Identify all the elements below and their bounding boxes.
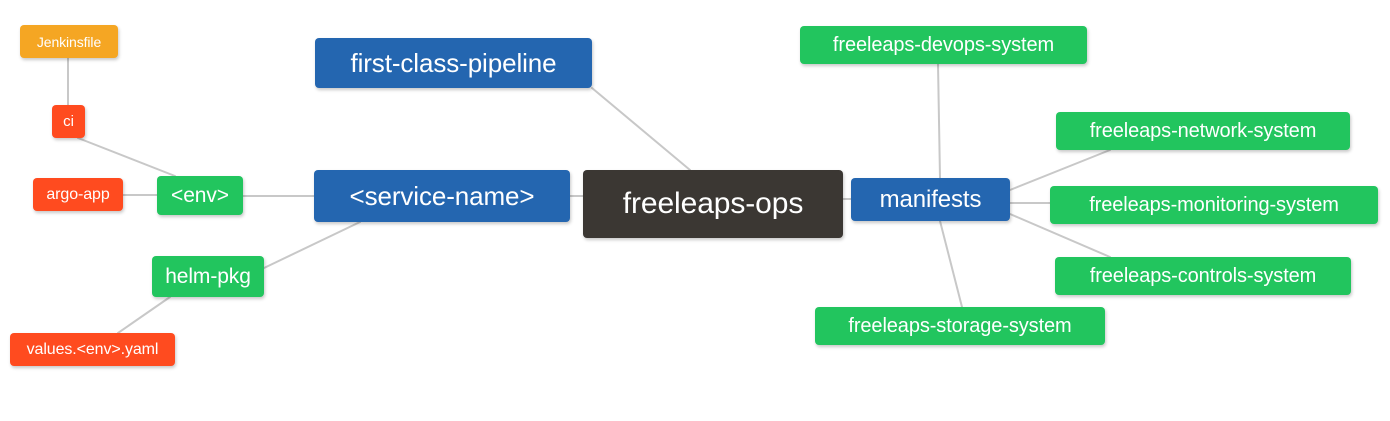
node-first-class-pipeline[interactable]: first-class-pipeline	[315, 38, 592, 88]
node-env[interactable]: <env>	[157, 176, 243, 215]
edge-manifests-to-freeleaps-storage-system	[939, 220, 963, 308]
node-label: freeleaps-network-system	[1089, 120, 1317, 142]
node-label: first-class-pipeline	[350, 48, 557, 78]
node-label: ci	[63, 113, 74, 130]
node-freeleaps-storage-system[interactable]: freeleaps-storage-system	[815, 307, 1105, 345]
node-label: argo-app	[46, 185, 110, 203]
node-label: freeleaps-ops	[622, 187, 804, 220]
node-ci[interactable]: ci	[52, 105, 85, 138]
node-helm-pkg[interactable]: helm-pkg	[152, 256, 264, 297]
node-label: Jenkinsfile	[36, 33, 102, 50]
node-freeleaps-controls-system[interactable]: freeleaps-controls-system	[1055, 257, 1351, 295]
edge-manifests-to-freeleaps-network-system	[1009, 149, 1111, 191]
edge-helm-pkg-to-values-env-yaml	[117, 296, 171, 334]
node-label: freeleaps-storage-system	[848, 315, 1072, 337]
node-label: helm-pkg	[165, 265, 251, 288]
edge-manifests-to-freeleaps-devops-system	[937, 63, 941, 179]
node-label: freeleaps-controls-system	[1089, 265, 1317, 287]
edge-service-name-to-helm-pkg	[263, 221, 361, 269]
node-freeleaps-network-system[interactable]: freeleaps-network-system	[1056, 112, 1350, 150]
node-argo-app[interactable]: argo-app	[33, 178, 123, 211]
node-freeleaps-ops[interactable]: freeleaps-ops	[583, 170, 843, 238]
node-manifests[interactable]: manifests	[851, 178, 1010, 221]
node-label: <service-name>	[349, 181, 535, 211]
node-service-name[interactable]: <service-name>	[314, 170, 570, 222]
node-label: values.<env>.yaml	[26, 340, 159, 358]
edge-first-class-pipeline-to-freeleaps-ops	[591, 87, 691, 171]
node-jenkinsfile[interactable]: Jenkinsfile	[20, 25, 118, 58]
node-label: manifests	[879, 185, 982, 213]
edge-ci-to-env	[77, 137, 176, 177]
node-values-env-yaml[interactable]: values.<env>.yaml	[10, 333, 175, 366]
node-label: freeleaps-monitoring-system	[1089, 194, 1339, 216]
node-freeleaps-monitoring-system[interactable]: freeleaps-monitoring-system	[1050, 186, 1378, 224]
node-label: freeleaps-devops-system	[832, 34, 1055, 56]
node-freeleaps-devops-system[interactable]: freeleaps-devops-system	[800, 26, 1087, 64]
node-label: <env>	[171, 184, 229, 207]
